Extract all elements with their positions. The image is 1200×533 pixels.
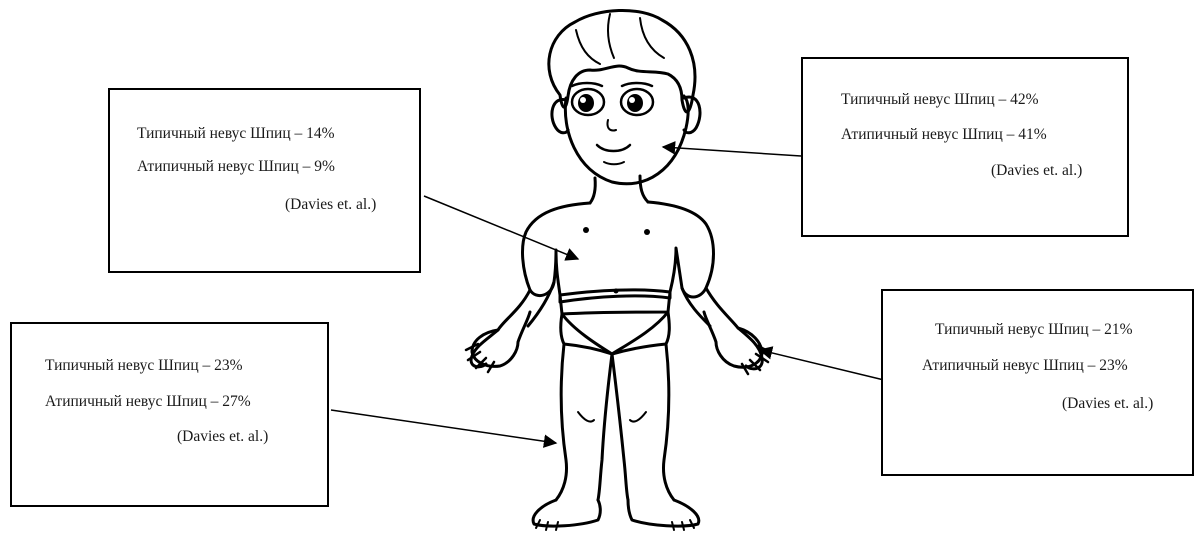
mouth <box>597 145 630 151</box>
upper-limbs-callout: Типичный невус Шпиц – 21% Атипичный неву… <box>881 289 1194 476</box>
hand-arrow <box>760 350 884 380</box>
neck <box>590 178 595 203</box>
left-arm <box>471 290 530 367</box>
head-source-text: (Davies et. al.) <box>991 162 1082 180</box>
right-nipple <box>644 229 650 235</box>
legs-typical-text: Типичный невус Шпиц – 23% <box>45 357 243 375</box>
hand-atypical-text: Атипичный невус Шпиц – 23% <box>922 357 1128 375</box>
hand-source-text: (Davies et. al.) <box>1062 395 1153 413</box>
torso-source-text: (Davies et. al.) <box>285 196 376 214</box>
torso-typical-text: Типичный невус Шпиц – 14% <box>137 125 335 143</box>
left-foot <box>533 500 600 526</box>
lower-limbs-callout: Типичный невус Шпиц – 23% Атипичный неву… <box>10 322 329 507</box>
head-typical-text: Типичный невус Шпиц – 42% <box>841 91 1039 109</box>
torso-arrow <box>424 196 578 259</box>
legs-source-text: (Davies et. al.) <box>177 428 268 446</box>
hand-typical-text: Типичный невус Шпиц – 21% <box>935 321 1133 339</box>
torso-callout: Типичный невус Шпиц – 14% Атипичный неву… <box>108 88 421 273</box>
left-nipple <box>583 227 589 233</box>
legs-atypical-text: Атипичный невус Шпиц – 27% <box>45 393 251 411</box>
left-leg <box>556 344 567 500</box>
left-hand <box>472 312 530 366</box>
head-neck-callout: Типичный невус Шпиц – 42% Атипичный неву… <box>801 57 1129 237</box>
right-leg <box>663 344 674 500</box>
torso-atypical-text: Атипичный невус Шпиц – 9% <box>137 158 335 176</box>
head-atypical-text: Атипичный невус Шпиц – 41% <box>841 126 1047 144</box>
right-arm <box>706 288 762 369</box>
nose <box>607 120 616 131</box>
leg-arrow <box>331 410 556 443</box>
underwear <box>560 290 670 314</box>
right-foot <box>628 500 699 526</box>
face-arrow <box>663 147 801 156</box>
child-figure <box>466 10 770 530</box>
